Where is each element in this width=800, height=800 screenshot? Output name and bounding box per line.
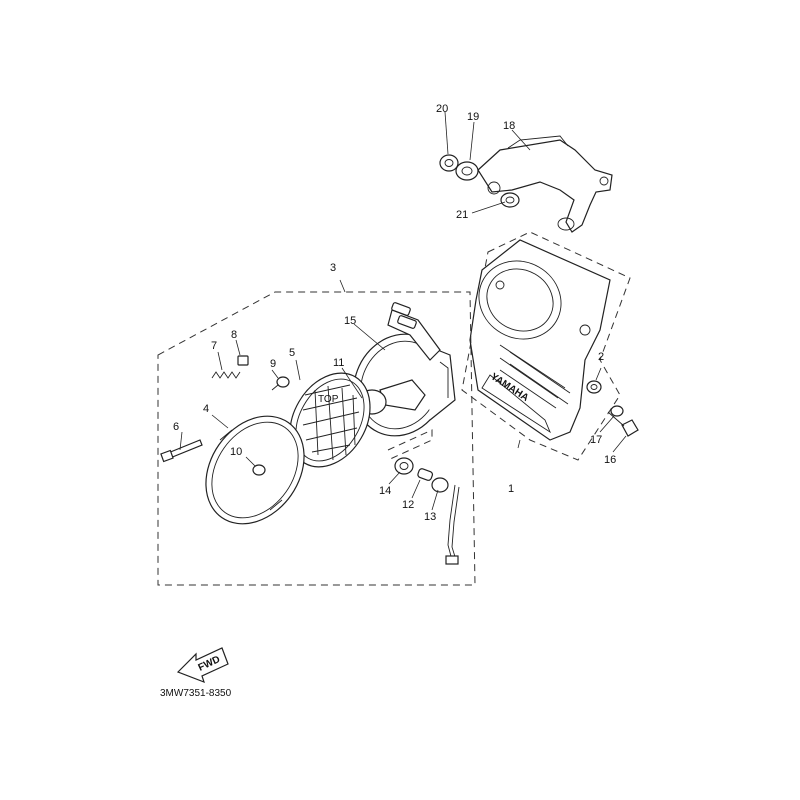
- screw-6: [160, 439, 203, 463]
- bulb-12: [417, 468, 434, 481]
- lens-top-mark: TOP: [318, 394, 339, 405]
- screw-10: [252, 464, 266, 476]
- grommet-21: [500, 192, 520, 208]
- cover-assembly-outline: [461, 231, 631, 461]
- callout-10: 10: [230, 446, 242, 458]
- callout-5: 5: [289, 347, 295, 359]
- callout-15: 15: [344, 315, 356, 327]
- damper-ring-19: [455, 161, 479, 181]
- callout-3: 3: [330, 262, 336, 274]
- callout-9: 9: [270, 358, 276, 370]
- callout-14: 14: [379, 485, 391, 497]
- callout-13: 13: [424, 511, 436, 523]
- screw-9: [271, 376, 290, 391]
- forward-arrow-icon: FWD: [176, 647, 229, 684]
- callout-7: 7: [211, 340, 217, 352]
- spring-7: [211, 371, 241, 379]
- nut-8: [237, 355, 249, 366]
- callout-12: 12: [402, 499, 414, 511]
- washer-17: [610, 405, 624, 417]
- collar-20: [439, 154, 459, 172]
- callout-20: 20: [436, 103, 448, 115]
- socket-14: [394, 457, 414, 475]
- callout-4: 4: [203, 403, 209, 415]
- bolt-16: [607, 411, 639, 437]
- part-code-label: 3MW7351-8350: [160, 688, 232, 699]
- headlight-bracket: [477, 135, 613, 233]
- callout-18: 18: [503, 120, 515, 132]
- bulb-group-outline: [387, 429, 433, 461]
- lens-5: TOP: [289, 372, 371, 468]
- callout-17: 17: [590, 434, 602, 446]
- nut-2: [586, 380, 602, 394]
- headlight-assembly-outline: [157, 291, 476, 586]
- callout-11: 11: [333, 357, 344, 369]
- callout-21: 21: [456, 209, 468, 221]
- callout-16: 16: [604, 454, 616, 466]
- leader-lines: [179, 111, 627, 511]
- headlight-cover: YAMAHA: [469, 239, 611, 441]
- callout-8: 8: [231, 329, 237, 341]
- socket-cord-13: [431, 477, 460, 565]
- callout-19: 19: [467, 111, 479, 123]
- callout-2: 2: [598, 351, 604, 363]
- callout-1: 1: [508, 483, 514, 495]
- callout-6: 6: [173, 421, 179, 433]
